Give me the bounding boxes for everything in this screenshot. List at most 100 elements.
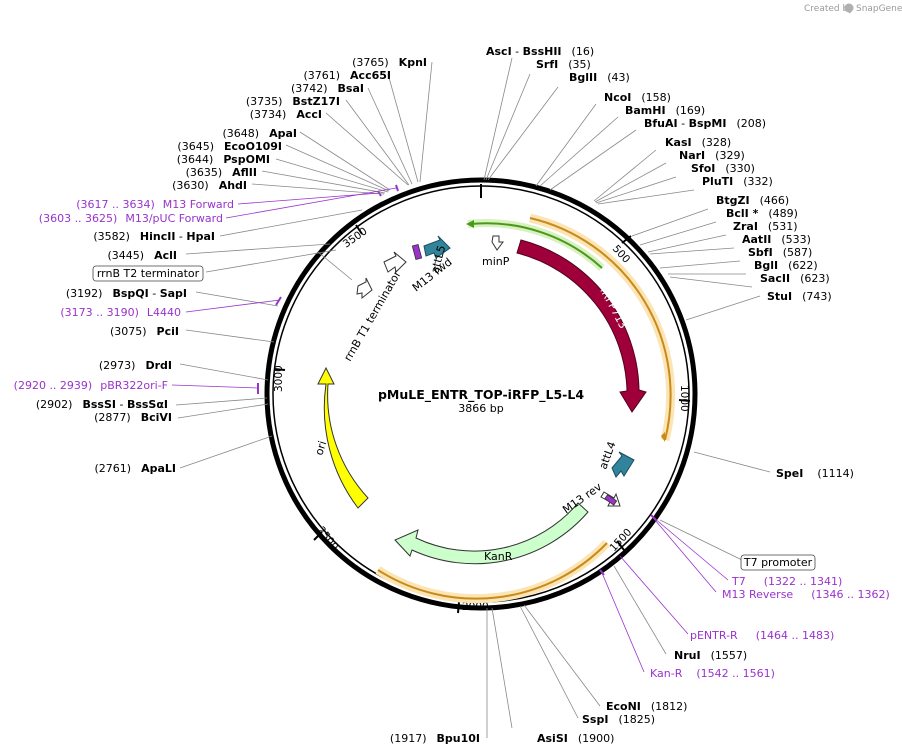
- primer-tick-m13-puc: [395, 184, 399, 192]
- enzyme-label-aflII[interactable]: (3635)AflII: [186, 166, 257, 179]
- minp-feature[interactable]: [491, 235, 504, 251]
- rrnb-t1-terminator-label: rrnB T1 terminator: [341, 268, 404, 364]
- enzyme-label-pspOMI[interactable]: (3644)PspOMI: [177, 153, 270, 166]
- leader-rrnb-t2: [205, 249, 337, 273]
- leader-pciI: [185, 329, 275, 343]
- leader-stuI: [685, 295, 761, 321]
- primer-label-pentr-r[interactable]: pENTR-R(1464 .. 1483): [690, 629, 834, 642]
- region-upper-right-arrow-icon: [661, 432, 665, 442]
- enzyme-label-bglII[interactable]: BglII(43): [569, 71, 630, 84]
- enzyme-label-srfI[interactable]: SrfI(35): [536, 58, 591, 71]
- enzyme-label-btgZI[interactable]: BtgZI(466): [716, 194, 789, 207]
- enzyme-label-bclI[interactable]: BclI *(489): [726, 207, 798, 220]
- enzyme-label-bspQI[interactable]: (3192)BspQI - SapI: [66, 287, 187, 300]
- minp-label: minP: [482, 255, 510, 268]
- t7-promoter-box: [740, 554, 816, 571]
- leader-pentr-r: [619, 555, 689, 635]
- primer-labels: T7(1322 .. 1341) M13 Reverse(1346 .. 136…: [14, 198, 890, 680]
- primer-label-t7[interactable]: T7(1322 .. 1341): [731, 575, 842, 588]
- enzyme-label-accI[interactable]: (3734)AccI: [250, 108, 322, 121]
- plasmid-name: pMuLE_ENTR_TOP-iRFP_L5-L4: [378, 387, 584, 403]
- leader-drdI: [179, 363, 269, 381]
- enzyme-label-aatII[interactable]: AatII(533): [742, 233, 811, 246]
- kanr-feature[interactable]: [394, 502, 589, 565]
- enzyme-label-acc65I[interactable]: (3761)Acc65I: [303, 69, 391, 82]
- enzyme-label-bstZ17I[interactable]: (3735)BstZ17I: [246, 95, 340, 108]
- enzyme-label-ecoNI[interactable]: EcoNI(1812): [606, 700, 687, 713]
- leader-ecoNI: [523, 604, 601, 707]
- highlight-regions: [375, 213, 676, 604]
- enzyme-label-sbfI[interactable]: SbfI(587): [748, 246, 812, 259]
- leader-bstZ17I: [345, 99, 410, 186]
- leader-bglII: [487, 86, 559, 181]
- enzyme-label-ahdI[interactable]: (3630)AhdI: [172, 179, 247, 192]
- snapgene-credit: Created by SnapGene: [804, 3, 902, 14]
- enzyme-label-nruI[interactable]: NruI(1557): [674, 649, 747, 662]
- enzyme-label-kasI[interactable]: KasI(328): [665, 136, 731, 149]
- primer-leader-lines: [171, 187, 729, 673]
- ori-feature[interactable]: [317, 366, 369, 509]
- enzyme-label-bamHI[interactable]: BamHI(169): [625, 104, 705, 117]
- leader-rrnb-t1: [317, 251, 353, 281]
- enzyme-label-zraI[interactable]: ZraI(531): [733, 220, 798, 233]
- enzyme-label-bglI[interactable]: BglI(622): [754, 259, 818, 272]
- rrnb-t1-terminator-feature[interactable]: [356, 277, 373, 300]
- leader-pluTI: [597, 189, 695, 205]
- enzyme-label-apaI[interactable]: (3648)ApaI: [223, 127, 297, 140]
- enzyme-label-bsaI[interactable]: (3742)BsaI: [291, 82, 364, 95]
- enzyme-label-ncoI[interactable]: NcoI(158): [604, 91, 671, 104]
- primer-label-m13-puc-forward[interactable]: (3603 .. 3625)M13/pUC Forward: [39, 212, 223, 225]
- leader-bfuAI: [549, 129, 637, 191]
- tick-1000: [678, 399, 691, 402]
- leader-bssSI: [175, 397, 268, 406]
- primer-label-m13-forward[interactable]: (3617 .. 3634)M13 Forward: [76, 198, 234, 211]
- enzyme-label-sacII[interactable]: SacII(623): [760, 272, 830, 285]
- leader-sbfI: [659, 260, 741, 269]
- leader-zraI: [647, 234, 727, 253]
- attl4-feature[interactable]: [611, 451, 635, 478]
- enzyme-label-ascI[interactable]: AscI - BssHII(16): [486, 45, 594, 58]
- primer-label-l4440[interactable]: (3173 .. 3190)L4440: [60, 306, 181, 319]
- primer-label-m13-reverse[interactable]: M13 Reverse(1346 .. 1362): [722, 588, 890, 601]
- leader-sfoI: [595, 176, 677, 204]
- enzyme-label-sfoI[interactable]: SfoI(330): [691, 162, 755, 175]
- leader-pspOMI: [275, 158, 389, 193]
- enzyme-label-bssSI[interactable]: (2902)BssSI - BssSαI: [36, 398, 168, 411]
- leader-sspI: [519, 605, 579, 719]
- enzyme-label-sspI[interactable]: SspI(1825): [582, 713, 655, 726]
- leader-asiSI: [491, 607, 513, 729]
- tick-label-3000: 3000: [273, 365, 285, 392]
- leader-ecoO109I: [285, 144, 390, 192]
- enzyme-label-drdI[interactable]: (2973)DrdI: [99, 359, 172, 372]
- irfp713-feature[interactable]: [516, 239, 647, 413]
- enzyme-label-bciVI[interactable]: (2877)BciVI: [94, 411, 172, 424]
- enzyme-label-kpnI[interactable]: (3765)KpnI: [352, 56, 427, 69]
- enzyme-label-stuI[interactable]: StuI(743): [767, 290, 832, 303]
- primer-label-kan-r[interactable]: Kan-R(1542 .. 1561): [650, 667, 775, 680]
- plasmid-length: 3866 bp: [458, 402, 503, 415]
- boxed-feature-labels: T7 promoter rrnB T2 terminator: [92, 265, 816, 571]
- primer-tick-kanr: [599, 569, 605, 576]
- enzyme-label-pluTI[interactable]: PluTI(332): [702, 175, 773, 188]
- primer-label-pbr322ori-f[interactable]: (2920 .. 2939)pBR322ori-F: [14, 379, 168, 392]
- enzyme-label-apaLI[interactable]: (2761)ApaLI: [95, 462, 177, 475]
- enzyme-label-pciI[interactable]: (3075)PciI: [110, 325, 179, 338]
- attl5-feature[interactable]: [423, 235, 451, 259]
- attl5-marker: [411, 243, 423, 261]
- leader-speI: [693, 451, 771, 473]
- leader-kpnI: [419, 61, 433, 183]
- m13-fwd-feature[interactable]: [383, 251, 407, 274]
- t7-promoter-label[interactable]: T7 promoter: [743, 556, 813, 569]
- enzyme-label-bfuAI[interactable]: BfuAI - BspMI(208): [644, 117, 766, 130]
- leader-l4440: [185, 299, 281, 313]
- enzyme-label-aclI[interactable]: (3445)AclI: [108, 249, 177, 262]
- enzyme-label-ecoO109I[interactable]: (3645)EcoO109I: [177, 140, 282, 153]
- enzyme-label-asiSI[interactable]: AsiSI(1900): [537, 732, 614, 745]
- enzyme-label-hincII[interactable]: (3582)HincII - HpaI: [93, 230, 215, 243]
- leader-ascI: [483, 57, 513, 181]
- leader-sacII: [669, 276, 753, 288]
- rrnb-t2-terminator-label[interactable]: rrnB T2 terminator: [97, 267, 200, 280]
- enzyme-label-narI[interactable]: NarI(329): [679, 149, 745, 162]
- enzyme-label-bpu10I[interactable]: (1917)Bpu10I: [390, 732, 480, 745]
- enzyme-label-speI[interactable]: SpeI(1114): [776, 467, 854, 480]
